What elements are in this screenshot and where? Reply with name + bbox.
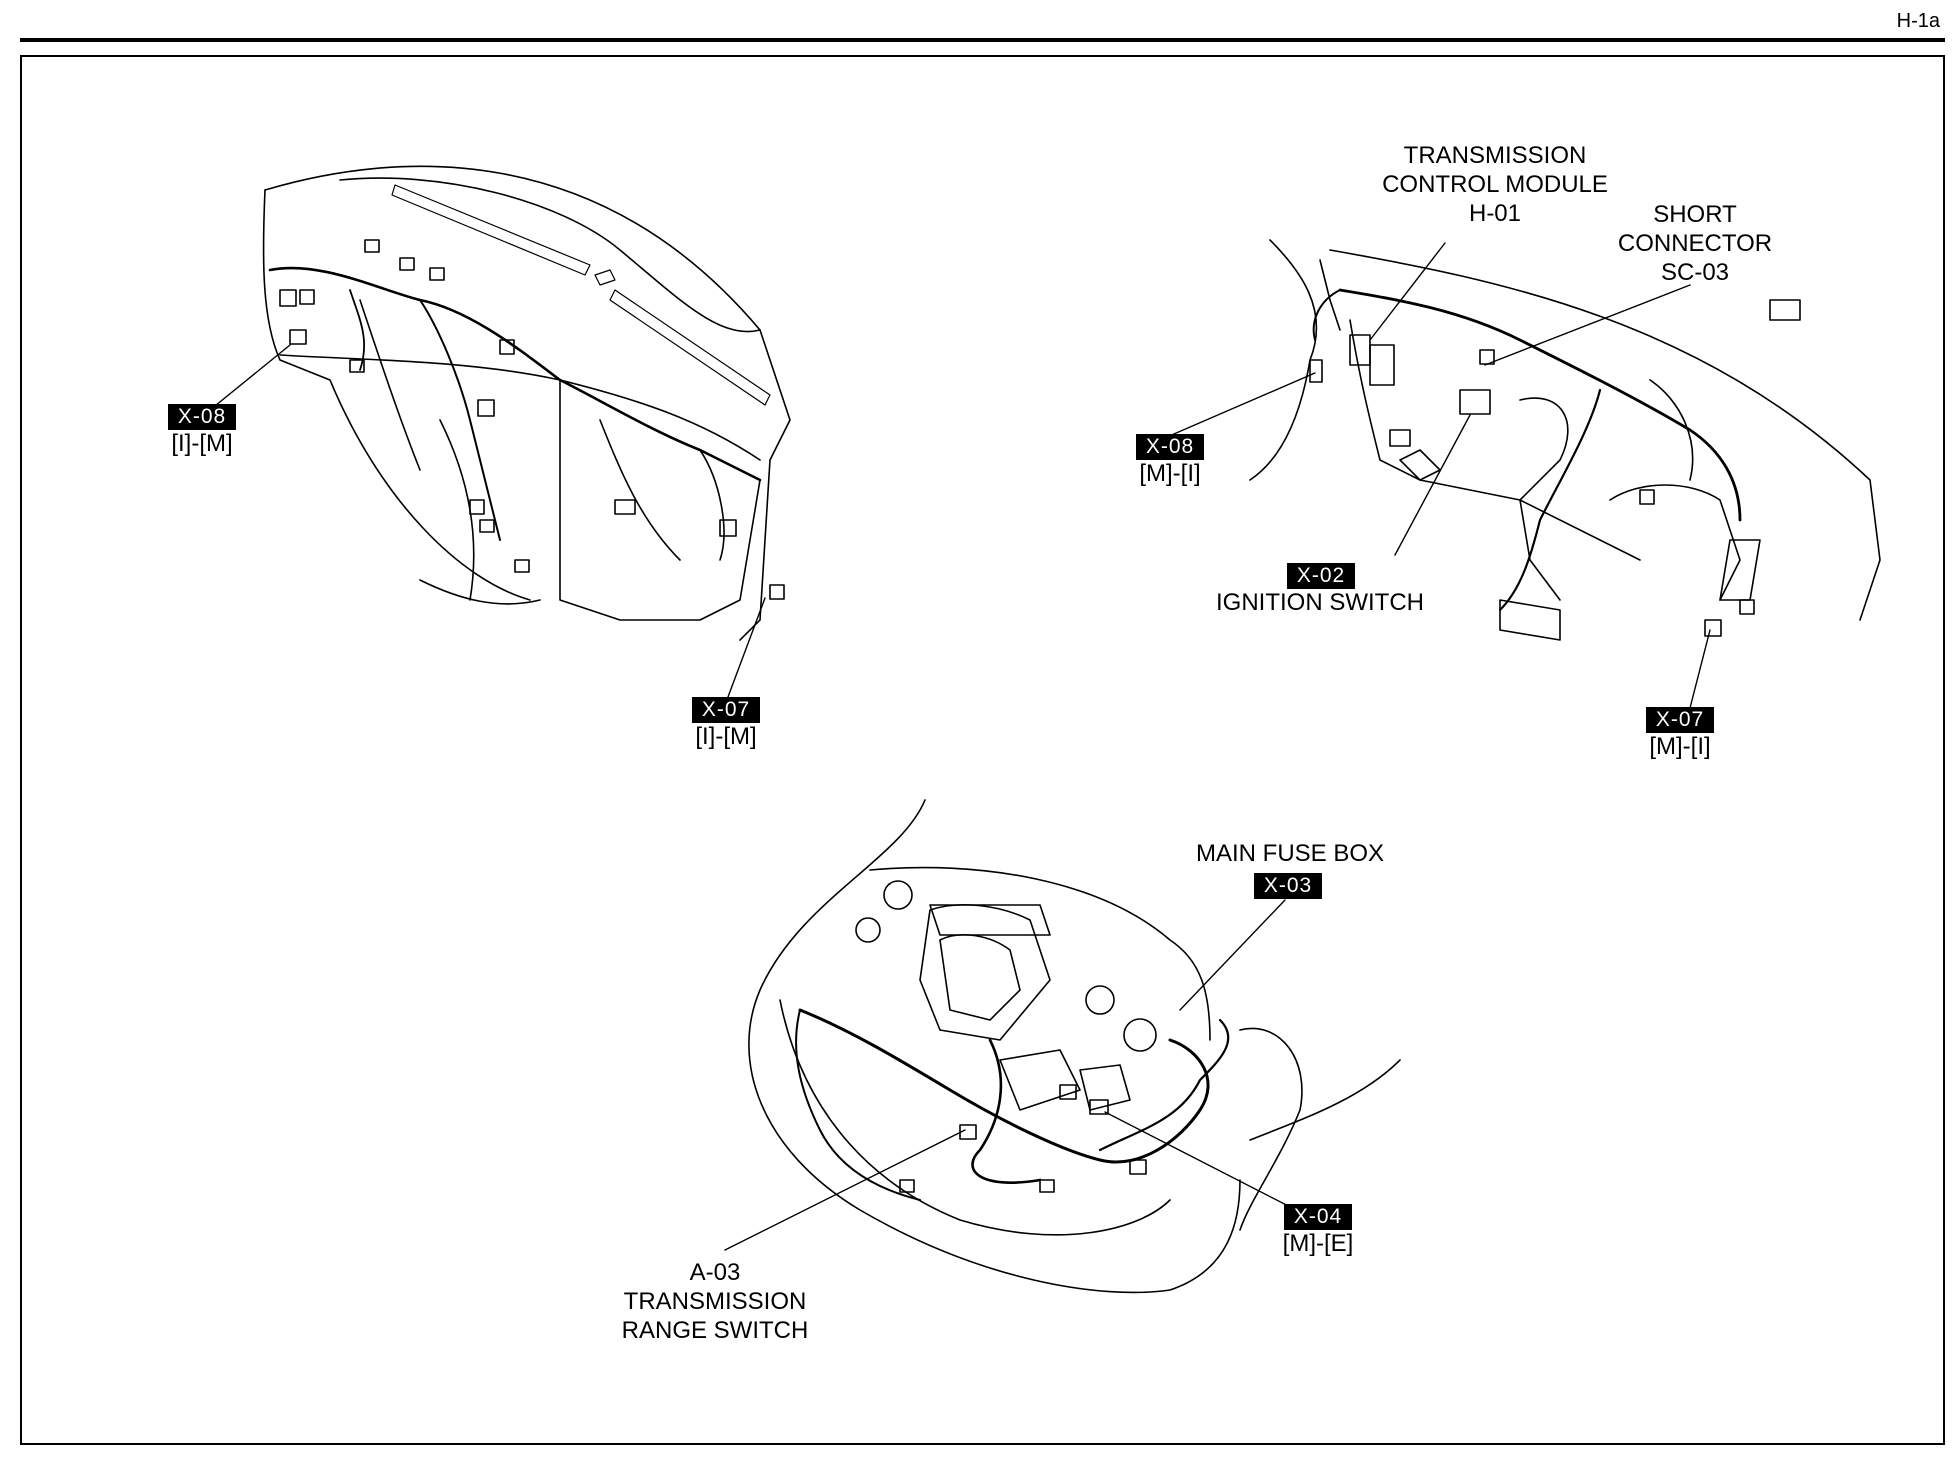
connector-tag-x04: X-04 [1284,1204,1352,1230]
mating-label-x07-cabin: [M]-[I] [1649,733,1711,760]
tcm-label-line3: H-01 [1468,200,1522,227]
mating-label-x07-dash: [I]-[M] [695,723,757,750]
cabin-drawing [1159,239,1881,709]
range-switch-line3: RANGE SWITCH [621,1317,809,1344]
diagram-frame [20,55,1945,1445]
ignition-switch-label: IGNITION SWITCH [1216,589,1424,616]
mating-label-x04: [M]-[E] [1282,1230,1354,1257]
header-rule [20,38,1945,42]
mating-label-x08-dash: [I]-[M] [171,430,233,457]
tcm-label: TRANSMISSION CONTROL MODULE H-01 [1350,141,1640,228]
tcm-label-line2: CONTROL MODULE [1382,171,1608,198]
main-fuse-box-label: MAIN FUSE BOX [1195,840,1385,867]
short-connector-line1: SHORT [1653,201,1737,228]
connector-tag-x08-dash: X-08 [168,404,236,430]
connector-tag-x02: X-02 [1287,563,1355,589]
connector-tag-x07-dash: X-07 [692,697,760,723]
mating-label-x08-cabin: [M]-[I] [1139,460,1201,487]
engine-bay-drawing [724,799,1401,1294]
tcm-label-line1: TRANSMISSION [1403,142,1587,169]
page-number: H-1a [1896,10,1940,32]
short-connector-line3: SC-03 [1660,259,1730,286]
short-connector-label: SHORT CONNECTOR SC-03 [1580,200,1810,287]
connector-tag-x08-cabin: X-08 [1136,434,1204,460]
range-switch-line2: TRANSMISSION [623,1288,807,1315]
dashboard-drawing [209,165,791,706]
range-switch-line1: A-03 [689,1259,741,1286]
connector-tag-x03: X-03 [1254,873,1322,899]
range-switch-label: A-03 TRANSMISSION RANGE SWITCH [580,1258,850,1345]
connector-tag-x07-cabin: X-07 [1646,707,1714,733]
short-connector-line2: CONNECTOR [1617,230,1773,257]
